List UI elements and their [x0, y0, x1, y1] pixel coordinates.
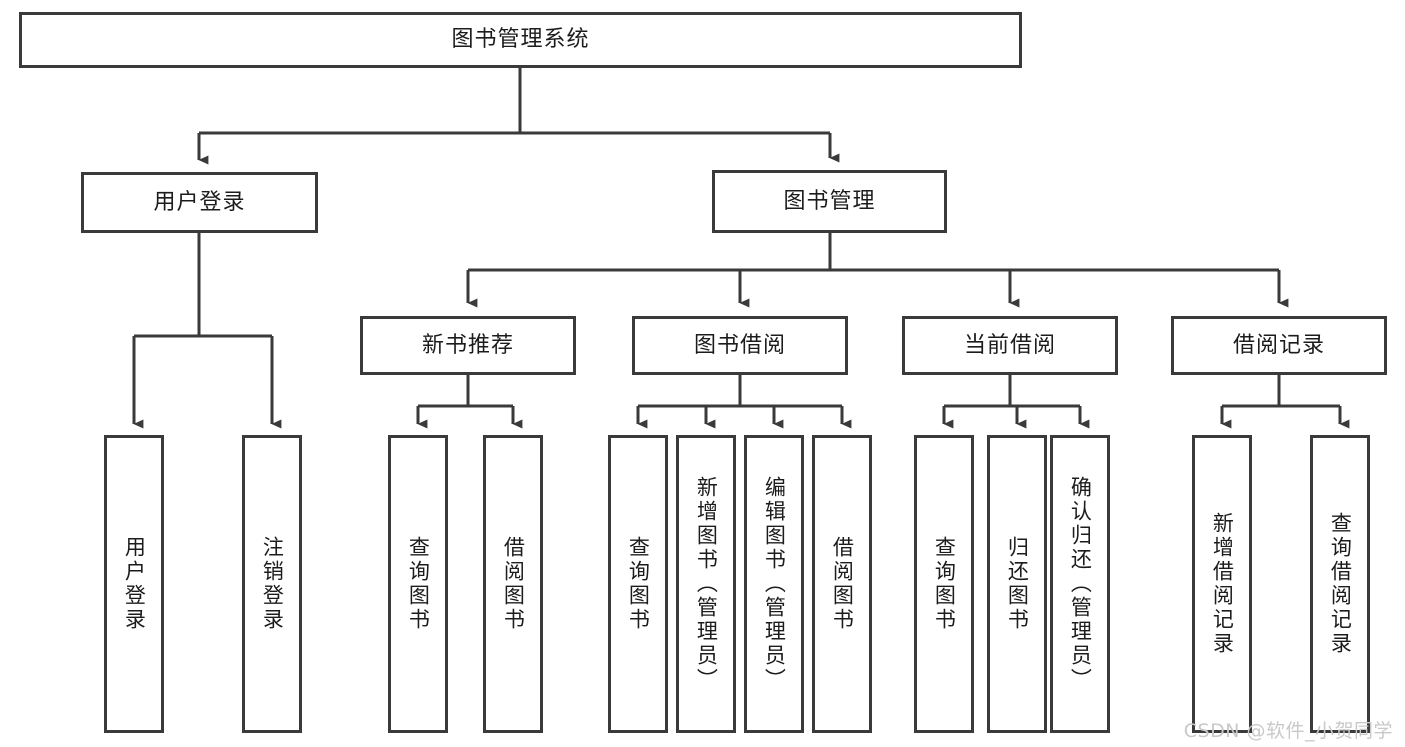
- node-leaf-borrow-book-a-label: 借阅图书: [501, 536, 526, 632]
- node-user-login-label: 用户登录: [153, 189, 246, 215]
- node-leaf-logout[interactable]: 注销登录: [242, 435, 302, 733]
- node-leaf-query-book-b[interactable]: 查询图书: [608, 435, 668, 733]
- node-borrow-record-label: 借阅记录: [1232, 332, 1325, 358]
- node-leaf-add-record-label: 新增借阅记录: [1210, 512, 1235, 656]
- node-leaf-confirm-return-admin[interactable]: 确认归还（管理员）: [1050, 435, 1110, 733]
- node-leaf-edit-book-admin[interactable]: 编辑图书（管理员）: [744, 435, 804, 733]
- node-leaf-logout-label: 注销登录: [260, 536, 285, 632]
- node-leaf-query-record-label: 查询借阅记录: [1328, 512, 1353, 656]
- node-borrow-record[interactable]: 借阅记录: [1171, 316, 1387, 375]
- node-leaf-borrow-book-b[interactable]: 借阅图书: [812, 435, 872, 733]
- node-leaf-user-login[interactable]: 用户登录: [104, 435, 164, 733]
- node-leaf-add-book-admin[interactable]: 新增图书（管理员）: [676, 435, 736, 733]
- node-root[interactable]: 图书管理系统: [19, 12, 1022, 68]
- node-leaf-borrow-book-b-label: 借阅图书: [830, 536, 855, 632]
- node-current-borrow-label: 当前借阅: [963, 332, 1056, 358]
- node-leaf-edit-book-admin-label: 编辑图书（管理员）: [762, 476, 787, 692]
- node-book-borrow[interactable]: 图书借阅: [632, 316, 848, 375]
- node-book-borrow-label: 图书借阅: [693, 332, 786, 358]
- node-leaf-query-book-a[interactable]: 查询图书: [388, 435, 448, 733]
- node-leaf-query-book-b-label: 查询图书: [626, 536, 651, 632]
- node-leaf-confirm-return-admin-label: 确认归还（管理员）: [1068, 476, 1093, 692]
- node-book-mgmt[interactable]: 图书管理: [712, 170, 947, 233]
- node-leaf-query-book-a-label: 查询图书: [406, 536, 431, 632]
- node-leaf-query-record[interactable]: 查询借阅记录: [1310, 435, 1370, 733]
- node-leaf-return-book[interactable]: 归还图书: [987, 435, 1047, 733]
- node-leaf-borrow-book-a[interactable]: 借阅图书: [483, 435, 543, 733]
- node-leaf-add-book-admin-label: 新增图书（管理员）: [694, 476, 719, 692]
- csdn-watermark: CSDN @软件_小贺同学: [1183, 720, 1393, 742]
- node-new-book-rec-label: 新书推荐: [421, 332, 514, 358]
- node-leaf-user-login-label: 用户登录: [122, 536, 147, 632]
- node-leaf-return-book-label: 归还图书: [1005, 536, 1030, 632]
- node-book-mgmt-label: 图书管理: [783, 188, 876, 214]
- node-leaf-query-book-c-label: 查询图书: [932, 536, 957, 632]
- node-current-borrow[interactable]: 当前借阅: [902, 316, 1118, 375]
- node-root-label: 图书管理系统: [451, 27, 590, 53]
- node-leaf-add-record[interactable]: 新增借阅记录: [1192, 435, 1252, 733]
- node-leaf-query-book-c[interactable]: 查询图书: [914, 435, 974, 733]
- node-new-book-rec[interactable]: 新书推荐: [360, 316, 576, 375]
- node-user-login[interactable]: 用户登录: [81, 172, 318, 233]
